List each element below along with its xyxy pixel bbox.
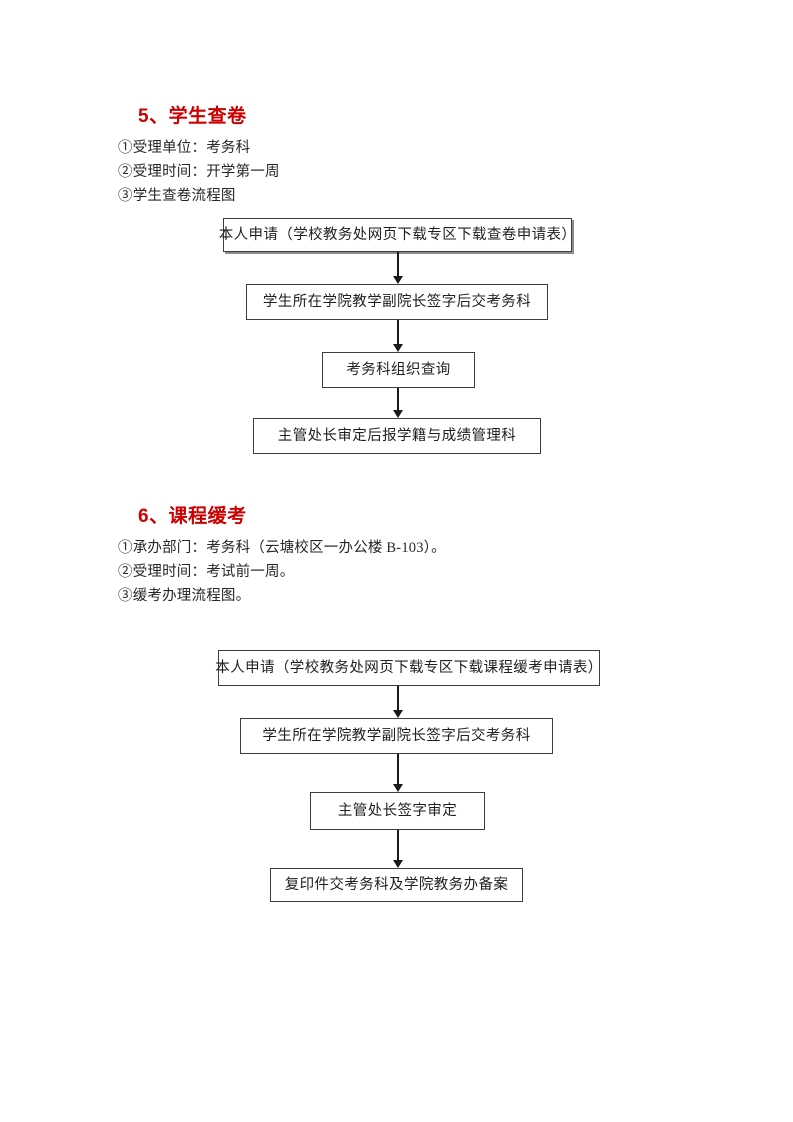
flow2-node-3: 主管处长签字审定: [310, 792, 485, 830]
flow1-node-1: 本人申请（学校教务处网页下载专区下载查卷申请表）: [219, 218, 576, 252]
flow2-node-2: 学生所在学院教学副院长签字后交考务科: [240, 718, 553, 754]
flowchart-student-paper-review: 本人申请（学校教务处网页下载专区下载查卷申请表） 学生所在学院教学副院长签字后交…: [0, 216, 793, 460]
flow2-arrow-2: [392, 754, 404, 792]
flowchart-course-deferred-exam: 本人申请（学校教务处网页下载专区下载课程缓考申请表） 学生所在学院教学副院长签字…: [0, 648, 793, 904]
flow2-node-1: 本人申请（学校教务处网页下载专区下载课程缓考申请表）: [215, 650, 602, 686]
section-2-body: ①承办部门：考务科（云塘校区一办公楼 B-103）。 ②受理时间：考试前一周。 …: [118, 536, 793, 608]
section-1-body: ①受理单位：考务科 ②受理时间：开学第一周 ③学生查卷流程图: [118, 136, 793, 208]
section-1-line-2: ②受理时间：开学第一周: [118, 164, 280, 180]
flow2-node-4: 复印件交考务科及学院教务办备案: [270, 868, 523, 902]
section-1-line-3: ③学生查卷流程图: [118, 188, 236, 204]
flow1-node-2: 学生所在学院教学副院长签字后交考务科: [246, 284, 548, 320]
flow2-arrow-3: [392, 830, 404, 868]
section-student-paper-review: 5、学生查卷 ①受理单位：考务科 ②受理时间：开学第一周 ③学生查卷流程图: [0, 104, 793, 208]
flow1-arrow-1: [392, 252, 404, 284]
section-2-line-1: ①承办部门：考务科（云塘校区一办公楼 B-103）。: [118, 540, 446, 556]
flow2-arrow-1: [392, 686, 404, 718]
section-1-heading: 5、学生查卷: [138, 106, 247, 127]
section-2-heading: 6、课程缓考: [138, 506, 247, 527]
flow1-arrow-2: [392, 320, 404, 352]
flow1-node-3: 考务科组织查询: [322, 352, 475, 388]
section-1-line-1: ①受理单位：考务科: [118, 140, 251, 156]
flow1-arrow-3: [392, 388, 404, 418]
section-2-line-3: ③缓考办理流程图。: [118, 588, 251, 604]
flow1-node-4: 主管处长审定后报学籍与成绩管理科: [253, 418, 541, 454]
section-course-deferred-exam: 6、课程缓考 ①承办部门：考务科（云塘校区一办公楼 B-103）。 ②受理时间：…: [0, 504, 793, 608]
section-2-line-2: ②受理时间：考试前一周。: [118, 564, 295, 580]
